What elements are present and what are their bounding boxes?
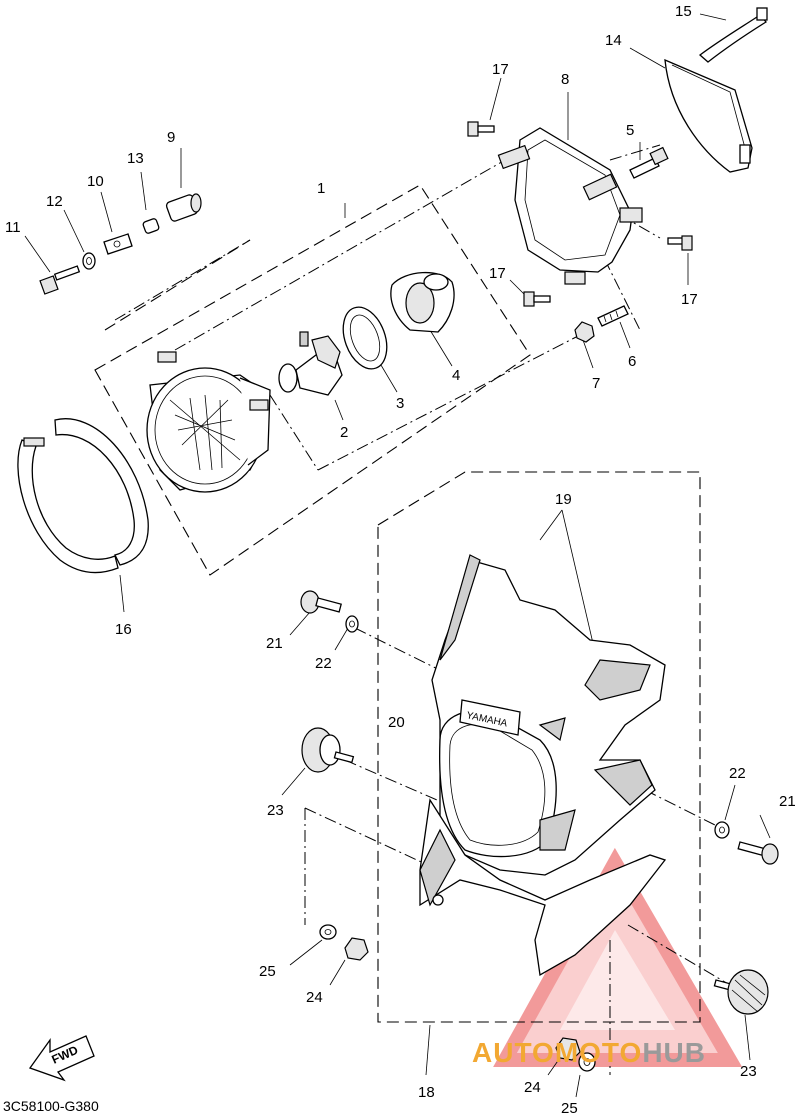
- callout-12: 12: [46, 193, 63, 210]
- watermark-text: AUTOMOTOHUB: [472, 1037, 706, 1068]
- bulb-cover-part-4: [390, 271, 455, 333]
- callout-16: 16: [115, 621, 132, 638]
- callout-14: 14: [605, 32, 622, 49]
- callout-2: 2: [340, 424, 348, 441]
- callout-20: 20: [388, 714, 405, 731]
- callout-6: 6: [628, 353, 636, 370]
- drawing-code: 3C58100-G380: [3, 1098, 99, 1114]
- callout-19: 19: [555, 491, 572, 508]
- bolt-part-5: [629, 146, 669, 179]
- rim-part-16: [17, 418, 149, 574]
- callout-9: 9: [167, 129, 175, 146]
- watermark-part-1: AUTO: [472, 1037, 555, 1068]
- callout-21-right: 21: [779, 793, 796, 810]
- damper-part-10: [103, 233, 133, 255]
- callout-11: 11: [5, 219, 21, 236]
- grommet-part-23-left: [301, 727, 355, 773]
- bracket-part-8: [497, 127, 643, 285]
- callout-17-top: 17: [492, 61, 509, 78]
- group-1-boundary: [94, 184, 531, 576]
- callout-7: 7: [592, 375, 600, 392]
- callout-10: 10: [87, 173, 104, 190]
- plate-part-14: [664, 58, 753, 173]
- callout-5: 5: [626, 122, 634, 139]
- nut-part-7: [574, 321, 595, 343]
- washer-part-25-left: [319, 924, 337, 940]
- callout-23-left: 23: [267, 802, 284, 819]
- callout-17-right: 17: [681, 291, 698, 308]
- bolt-part-21-right: [737, 841, 779, 865]
- bolt-part-17-right: [667, 235, 693, 251]
- headlight-cover-part-19: [419, 554, 667, 977]
- bolt-part-11: [39, 265, 81, 295]
- callout-25-right: 25: [561, 1100, 578, 1114]
- callout-8: 8: [561, 71, 569, 88]
- nut-part-24-right: [555, 1037, 581, 1061]
- callout-24-left: 24: [306, 989, 323, 1006]
- washer-part-22-left: [345, 615, 359, 633]
- collar-part-9: [165, 193, 202, 222]
- callout-24-right: 24: [524, 1079, 541, 1096]
- callout-15: 15: [675, 3, 692, 20]
- bulb-part-2: [278, 331, 343, 396]
- collar-part-13: [142, 218, 160, 234]
- callout-4: 4: [452, 367, 460, 384]
- grommet-part-23-right: [713, 969, 769, 1015]
- callout-leaders: [24, 13, 771, 1098]
- washer-part-25-right: [578, 1052, 596, 1072]
- callout-13: 13: [127, 150, 144, 167]
- watermark-part-2: MOTO: [555, 1037, 642, 1068]
- cable-tie-part-15: [698, 7, 768, 63]
- callout-21-left: 21: [266, 635, 283, 652]
- bolt-part-21-left: [300, 590, 342, 614]
- callout-labels: 1 2 3 4 5 6 7 8 9 10 11 12 13 14 15 16 1…: [5, 3, 796, 1114]
- callout-18: 18: [418, 1084, 435, 1101]
- bolt-part-17-top: [467, 121, 495, 137]
- callout-17-lower: 17: [489, 265, 506, 282]
- callout-22-left: 22: [315, 655, 332, 672]
- callout-22-right: 22: [729, 765, 746, 782]
- bolt-part-17-lower: [523, 291, 551, 307]
- leader-lines: [114, 144, 731, 1075]
- callout-23-right: 23: [740, 1063, 757, 1080]
- watermark-part-3: HUB: [642, 1037, 706, 1068]
- nut-part-24-left: [344, 937, 369, 961]
- headlight-lens-part-1: [146, 351, 271, 493]
- washer-part-12: [82, 252, 96, 270]
- washer-part-22-right: [714, 821, 730, 839]
- callout-1: 1: [317, 180, 325, 197]
- ring-part-3: [342, 306, 388, 370]
- screw-part-6: [597, 305, 629, 327]
- forward-direction-arrow: [28, 1035, 95, 1082]
- callout-25-left: 25: [259, 963, 276, 980]
- callout-3: 3: [396, 395, 404, 412]
